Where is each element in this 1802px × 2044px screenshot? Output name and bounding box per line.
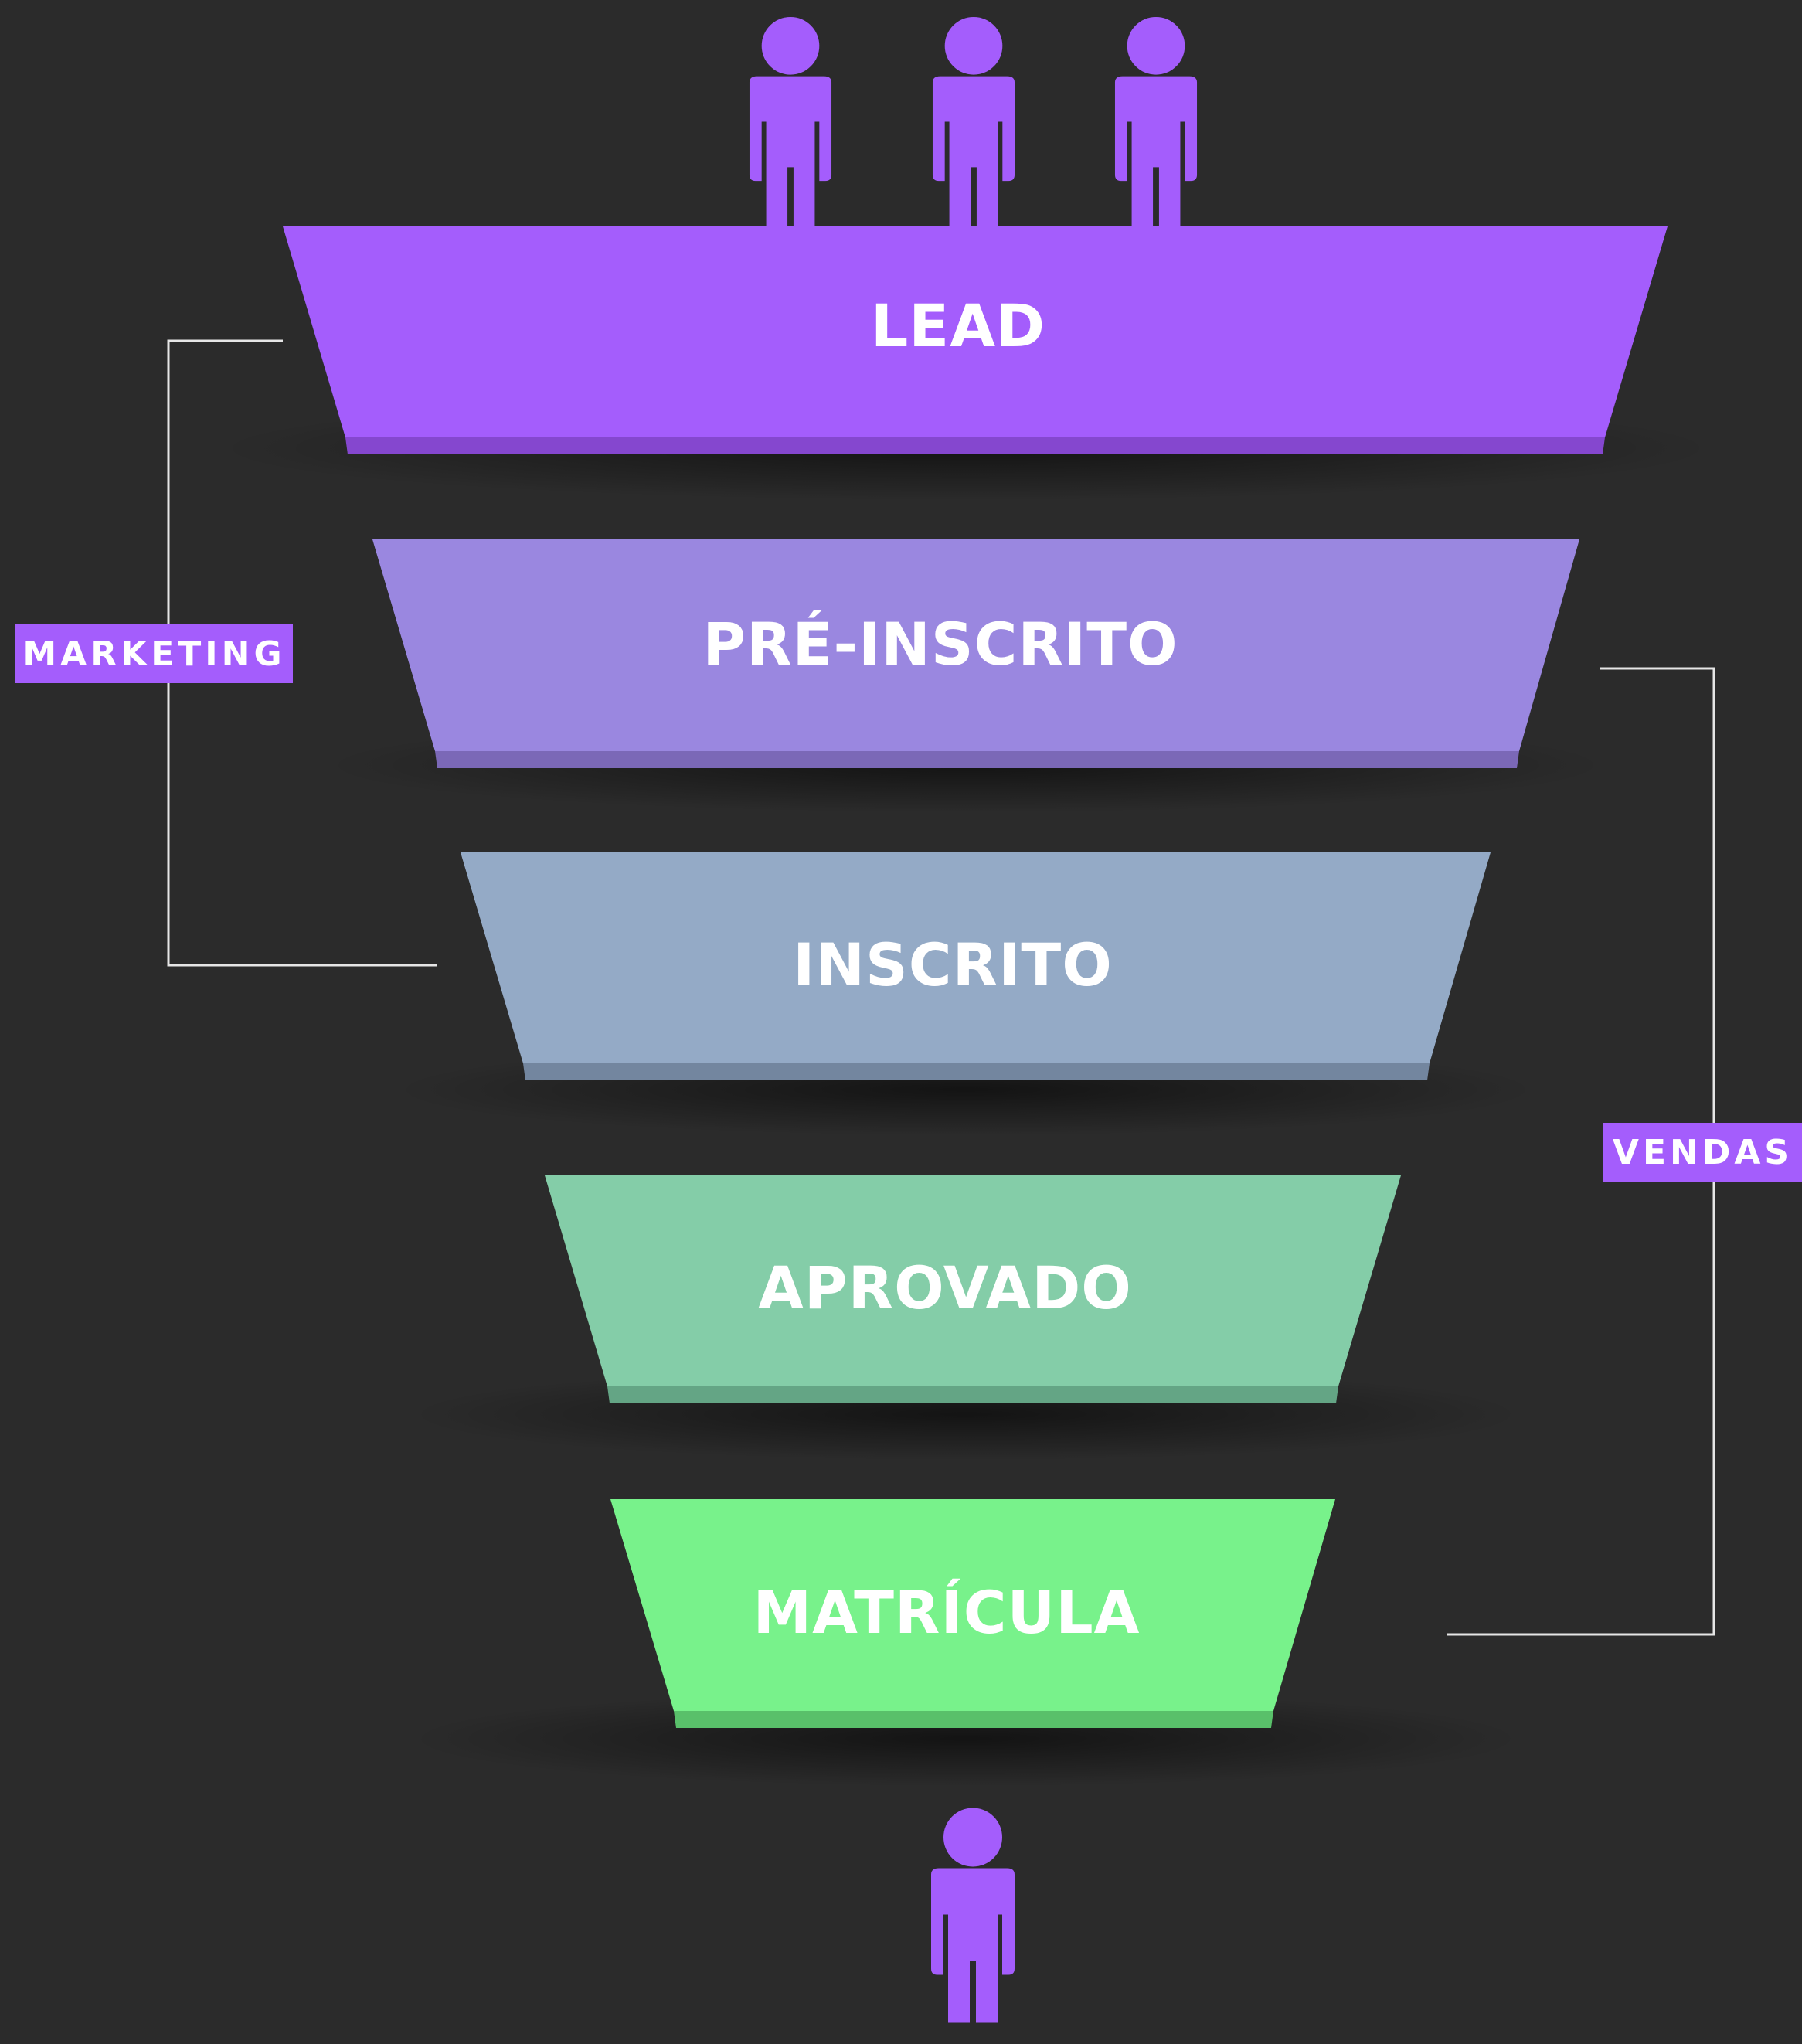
funnel-tier-pre-inscrito: PRÉ-INSCRITO: [372, 539, 1579, 768]
marketing-badge: MARKETING: [15, 624, 293, 683]
funnel-tier-inscrito: INSCRITO: [461, 852, 1491, 1080]
person-icon: [749, 16, 832, 228]
stage-label-inscrito: INSCRITO: [793, 930, 1113, 999]
tier-edge: [345, 437, 1605, 454]
tier-body: [461, 852, 1491, 1063]
top-people: [749, 16, 1198, 228]
person-icon: [931, 1808, 1015, 2023]
person-icon: [932, 16, 1015, 228]
funnel-tier-matricula: MATRÍCULA: [610, 1499, 1335, 1728]
tier-edge: [523, 1063, 1430, 1080]
tier-body: [610, 1499, 1335, 1711]
funnel-tier-aprovado: APROVADO: [545, 1175, 1401, 1403]
tier-edge: [435, 751, 1519, 768]
funnel-tier-lead: LEAD: [283, 226, 1668, 454]
stage-label-aprovado: APROVADO: [758, 1253, 1132, 1322]
stage-label-pre-inscrito: PRÉ-INSCRITO: [702, 610, 1178, 678]
tier-edge: [674, 1711, 1273, 1728]
tier-body: [283, 226, 1668, 437]
vendas-badge: VENDAS: [1603, 1123, 1802, 1182]
bottom-person: [931, 1808, 1015, 2023]
tier-body: [372, 539, 1579, 751]
person-icon: [1114, 16, 1198, 228]
stage-label-matricula: MATRÍCULA: [753, 1578, 1141, 1647]
stage-label-lead: LEAD: [871, 291, 1046, 360]
tier-edge: [607, 1386, 1338, 1403]
tier-body: [545, 1175, 1401, 1386]
